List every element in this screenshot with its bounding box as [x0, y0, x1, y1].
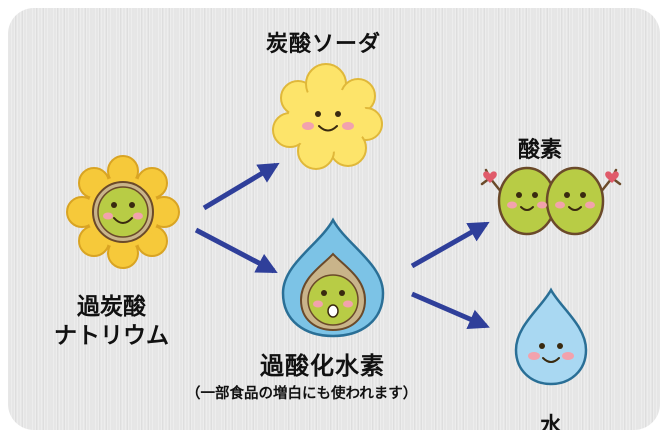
sodium-percarbonate-label: 過炭酸 ナトリウム — [54, 293, 169, 351]
cloud-character-icon — [272, 63, 383, 170]
drop-character-icon — [281, 217, 385, 338]
arrow-icon — [194, 227, 278, 274]
soda-ash-label: 炭酸ソーダ — [266, 32, 382, 57]
sun-character-icon — [66, 155, 180, 269]
arrow-icon — [202, 162, 280, 211]
sodium-percarbonate-label-line1: 過炭酸 — [77, 294, 146, 320]
diagram-art — [66, 63, 622, 386]
diagram-panel: 炭酸ソーダ 酸素 過炭酸 ナトリウム 過酸化水素 （一部食品の増白にも使われます… — [8, 8, 660, 430]
oxygen-character-icon — [480, 166, 622, 236]
water-drop-character-icon — [514, 287, 588, 386]
hydrogen-peroxide-label: 過酸化水素 — [260, 352, 385, 380]
oxygen-label: 酸素 — [518, 138, 563, 163]
arrow-icon — [411, 291, 490, 329]
arrow-icon — [410, 221, 490, 269]
sodium-percarbonate-label-line2: ナトリウム — [54, 323, 169, 349]
hydrogen-peroxide-note: （一部食品の増白にも使われます） — [186, 386, 418, 402]
water-label: 水 — [540, 414, 563, 430]
